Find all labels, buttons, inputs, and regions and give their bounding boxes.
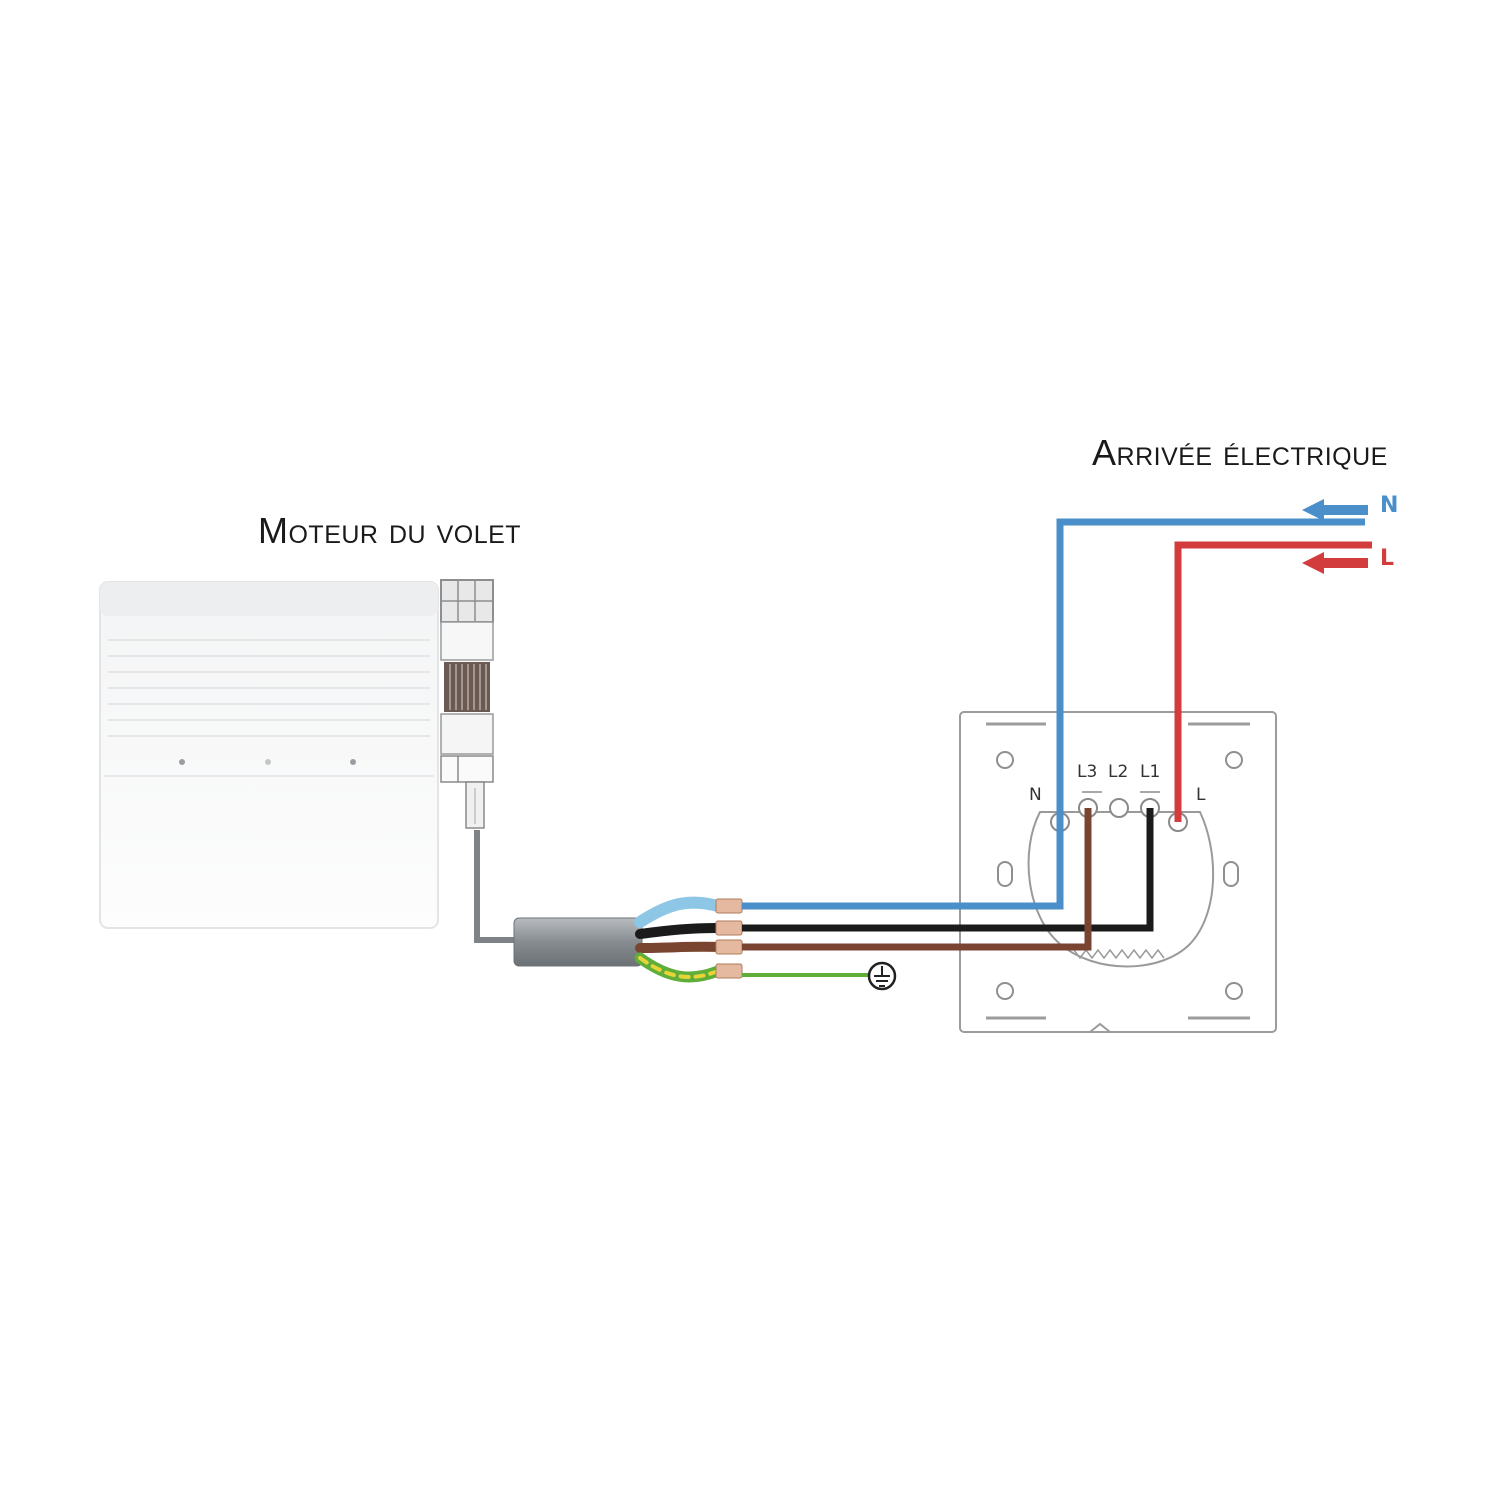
arrow-left-icon [1302,499,1368,521]
brown-wire [742,808,1092,951]
motor-cable [474,830,516,943]
ferrules [715,898,743,979]
motor-connector [440,579,494,829]
supply-neutral-label: N [1380,493,1398,518]
live-supply-wire [1174,541,1372,822]
switch-backplate [959,711,1277,1033]
cable-sleeve [513,917,643,967]
terminal-label-l1: L1 [1140,762,1160,782]
neutral-wire-motor [742,822,1064,910]
terminal-label-l3: L3 [1077,762,1097,782]
motor-caption: Moteur du volet [258,510,522,551]
shutter-motor [99,581,439,929]
black-wire [742,808,1154,932]
terminal-label-l2: L2 [1108,762,1128,782]
neutral-supply-wire [1056,518,1365,822]
supply-caption: Arrivée électrique [1092,432,1388,473]
terminal-label-l: L [1196,785,1206,805]
wire-fanout [634,896,724,983]
arrow-left-icon [1302,552,1368,574]
shutter-slats [108,639,430,737]
supply-live-label: L [1380,546,1394,571]
ground-icon [867,961,897,991]
terminal-label-n: N [1029,785,1042,805]
